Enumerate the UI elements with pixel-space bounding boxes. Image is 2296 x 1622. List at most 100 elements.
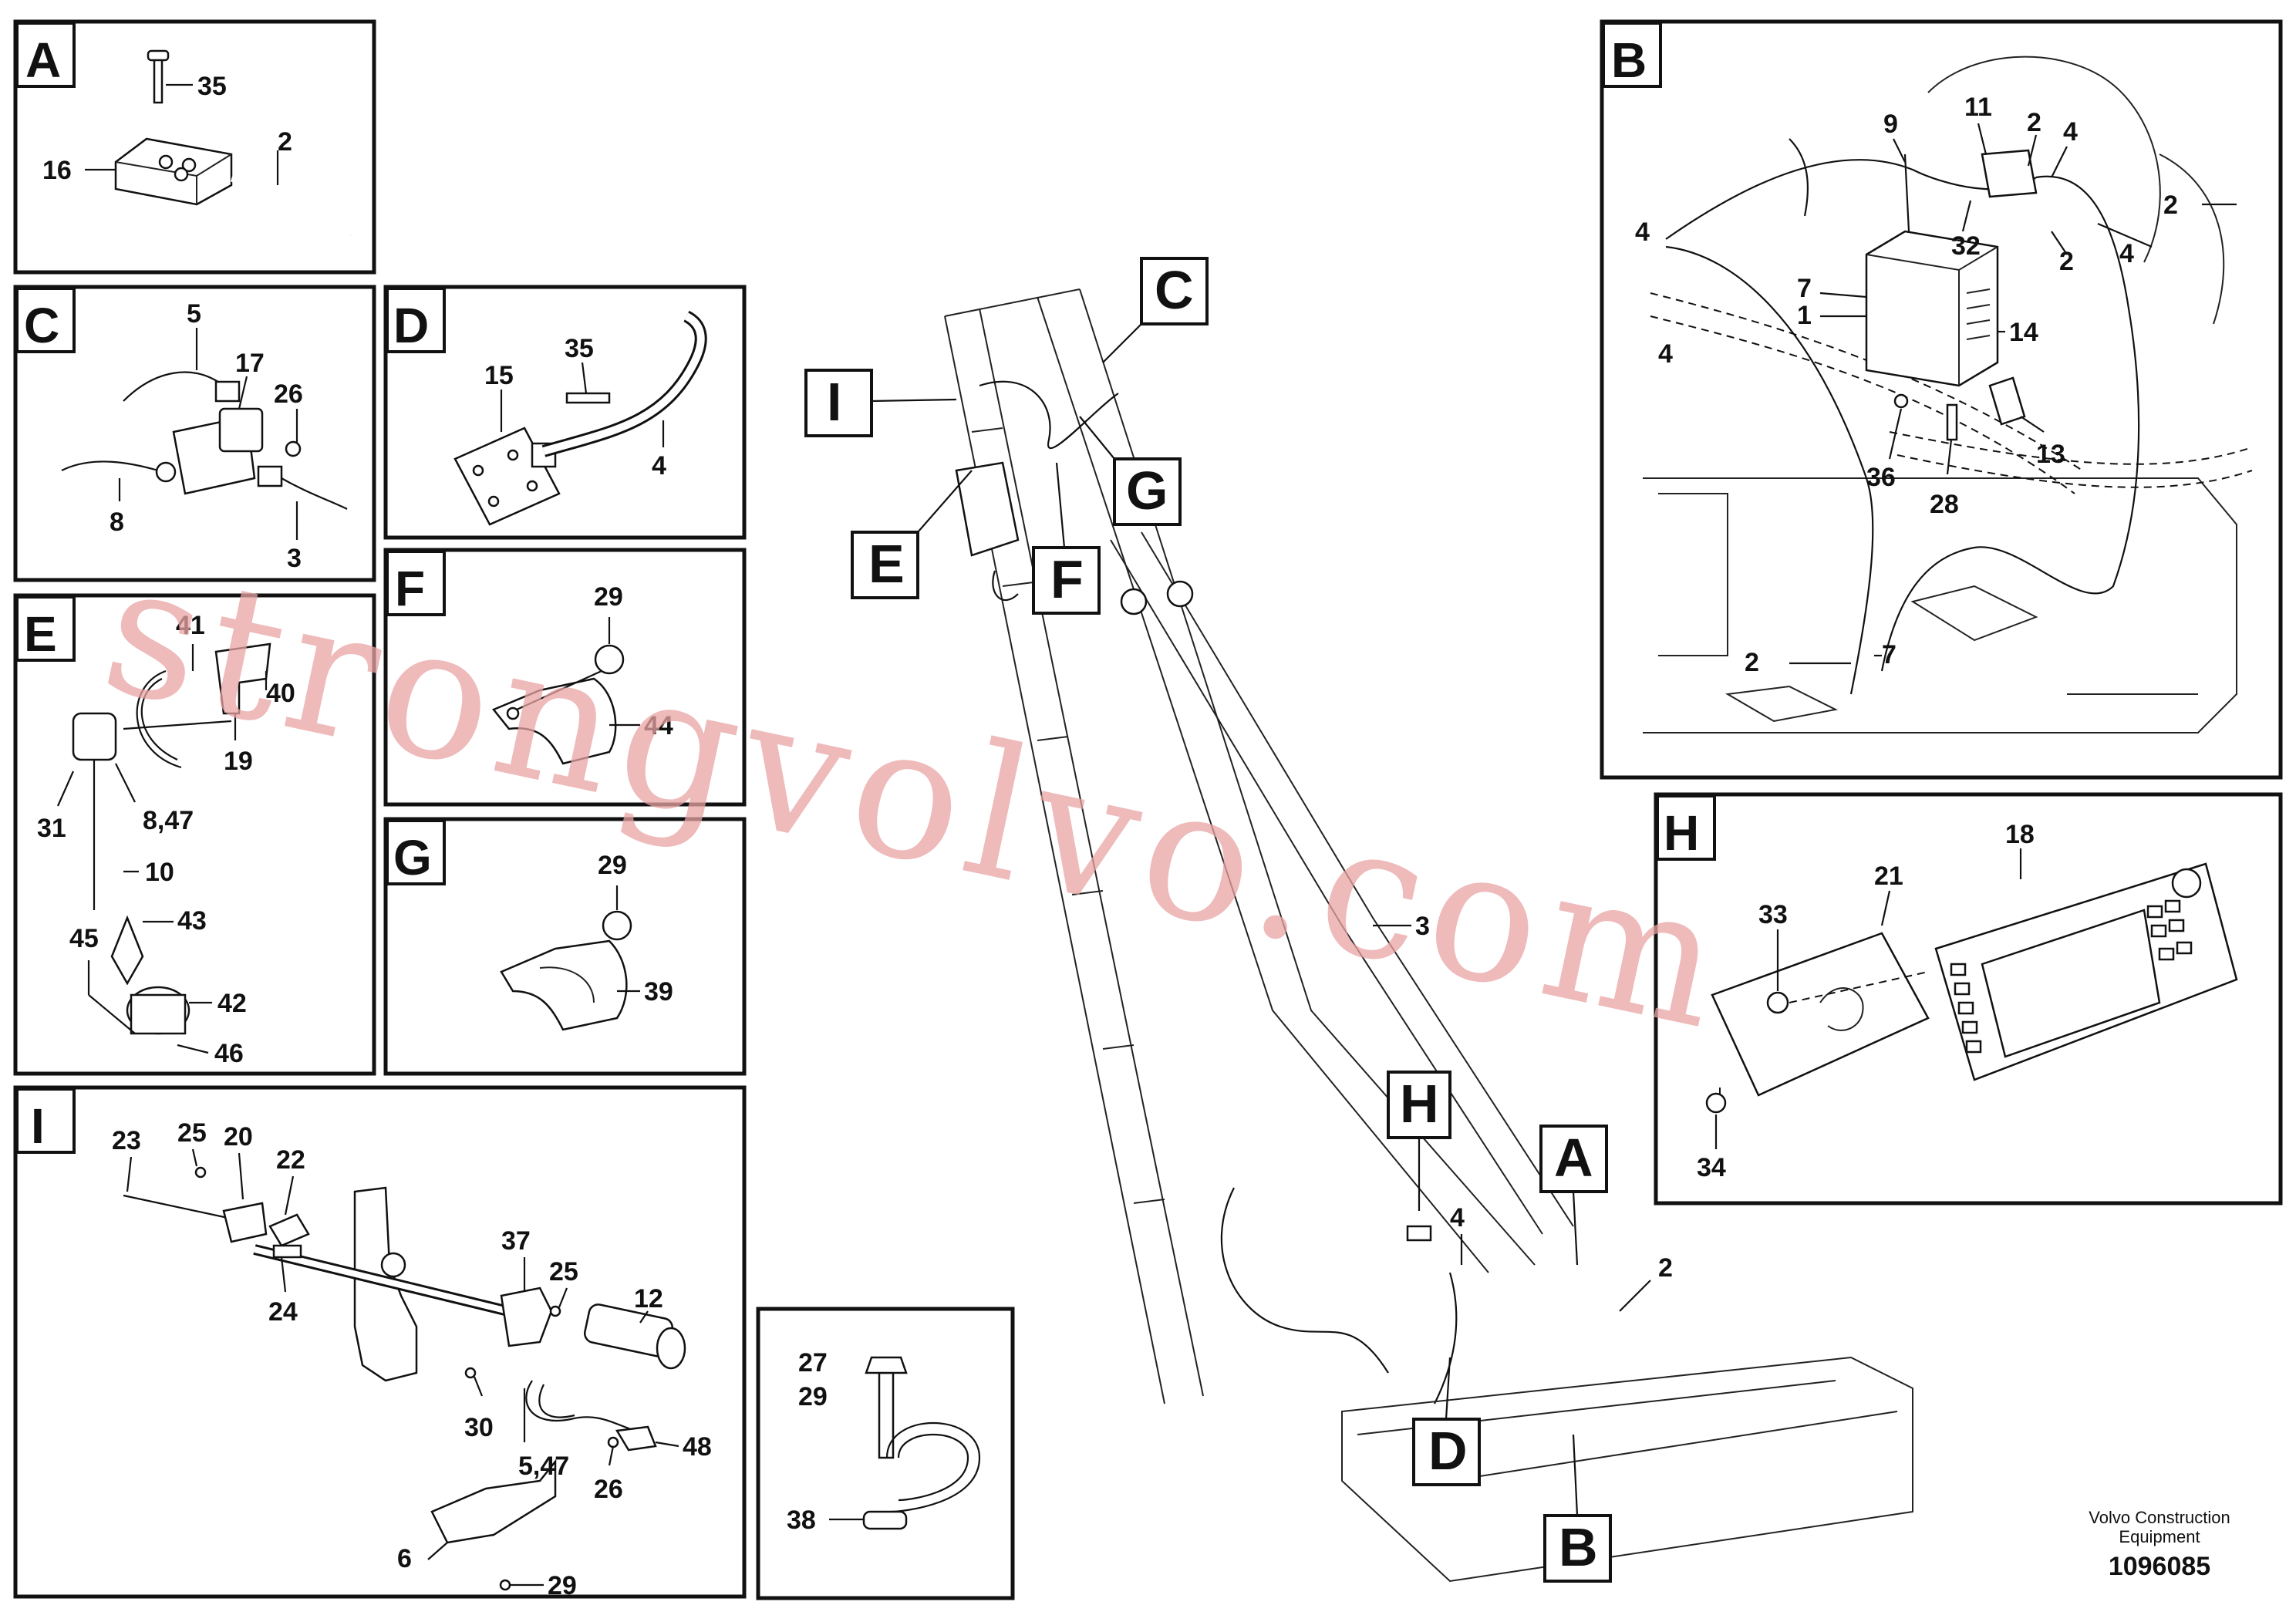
label-e-41: 41 [176, 611, 205, 640]
label-b-2c: 2 [2163, 191, 2178, 220]
label-e-31: 31 [37, 814, 66, 843]
panel-d-letter: D [393, 298, 429, 353]
label-j-38: 38 [787, 1506, 816, 1535]
label-i-25a: 25 [177, 1118, 207, 1148]
label-b-4b: 4 [1635, 218, 1650, 247]
callout-i: I [827, 372, 841, 432]
label-b-4a: 4 [2063, 117, 2078, 147]
label-j-29: 29 [798, 1382, 828, 1411]
main-assembly: C I G E F H A D B 3 4 2 [804, 257, 1913, 1583]
panel-a-letter: A [25, 32, 61, 88]
label-e-42: 42 [217, 989, 247, 1018]
main-label-2: 2 [1658, 1253, 1673, 1283]
label-b-1: 1 [1797, 301, 1812, 330]
label-i-12: 12 [634, 1284, 663, 1313]
label-c-5: 5 [187, 299, 201, 329]
label-i-30: 30 [464, 1413, 494, 1442]
label-i-20: 20 [224, 1122, 253, 1152]
label-i-37: 37 [501, 1226, 531, 1256]
panel-g: G 29 39 [383, 817, 747, 1076]
panel-clip: 27 29 38 [756, 1307, 1015, 1600]
label-e-8-47: 8,47 [143, 806, 194, 835]
label-i-5-47: 5,47 [518, 1452, 569, 1481]
callout-b: B [1559, 1517, 1598, 1577]
panel-c: C 5 17 26 8 3 [13, 285, 376, 582]
panel-b: B [1600, 19, 2283, 780]
label-a-16: 16 [42, 156, 72, 185]
callout-a: A [1554, 1128, 1593, 1188]
label-e-19: 19 [224, 747, 253, 776]
label-i-29: 29 [548, 1571, 577, 1600]
callout-c: C [1155, 260, 1194, 320]
callout-e: E [868, 534, 905, 594]
label-i-23: 23 [112, 1126, 141, 1155]
label-b-14: 14 [2009, 318, 2038, 347]
label-e-46: 46 [214, 1039, 244, 1068]
label-c-26: 26 [274, 379, 303, 409]
panel-a: A 35 2 16 [13, 19, 376, 275]
label-f-29: 29 [594, 582, 623, 612]
panel-d: D 15 35 4 [383, 285, 747, 540]
label-h-33: 33 [1758, 900, 1788, 929]
label-d-35: 35 [565, 334, 594, 363]
label-i-25b: 25 [549, 1257, 578, 1286]
main-label-4: 4 [1450, 1203, 1465, 1233]
label-b-7b: 7 [1882, 640, 1896, 669]
panel-b-letter: B [1611, 32, 1647, 88]
label-g-29: 29 [598, 851, 627, 880]
label-a-35: 35 [197, 72, 227, 101]
label-b-11: 11 [1964, 93, 1992, 122]
label-e-40: 40 [266, 679, 295, 708]
label-b-32: 32 [1951, 231, 1981, 261]
label-h-21: 21 [1874, 862, 1903, 891]
document-number: 1096085 [2109, 1552, 2210, 1581]
main-label-3: 3 [1415, 912, 1430, 941]
label-b-7a: 7 [1797, 274, 1812, 303]
label-h-18: 18 [2005, 820, 2035, 849]
watermark: strongvolvo.com [88, 522, 1747, 1071]
label-e-45: 45 [69, 924, 99, 953]
label-b-4d: 4 [1658, 339, 1673, 369]
label-c-3: 3 [287, 544, 302, 573]
label-b-28: 28 [1930, 490, 1959, 519]
label-c-17: 17 [235, 349, 265, 378]
panel-i: I [13, 1085, 747, 1600]
label-d-15: 15 [484, 361, 514, 390]
panel-h-letter: H [1664, 805, 1699, 861]
label-i-22: 22 [276, 1145, 305, 1175]
panel-f-letter: F [395, 561, 425, 616]
panel-e-letter: E [24, 606, 57, 662]
label-f-44: 44 [644, 711, 673, 740]
callout-f: F [1050, 549, 1084, 609]
panel-c-letter: C [24, 298, 59, 353]
panel-e: E 41 40 19 31 8,47 10 43 45 42 46 [13, 593, 376, 1076]
panel-h: H 18 21 33 34 [1654, 792, 2283, 1206]
label-i-26: 26 [594, 1475, 623, 1504]
footer-line2: Equipment [2119, 1527, 2200, 1546]
label-g-39: 39 [644, 977, 673, 1007]
label-b-4c: 4 [2119, 239, 2134, 268]
label-h-34: 34 [1697, 1153, 1726, 1182]
panel-f: F 29 44 [383, 548, 747, 807]
label-i-48: 48 [683, 1432, 712, 1462]
label-b-36: 36 [1866, 463, 1896, 492]
label-c-8: 8 [110, 508, 124, 537]
label-e-10: 10 [145, 858, 174, 887]
footer-line1: Volvo Construction [2089, 1508, 2230, 1527]
label-b-2b: 2 [2059, 247, 2074, 276]
panel-i-letter: I [31, 1098, 45, 1154]
label-b-13: 13 [2036, 440, 2065, 469]
label-e-43: 43 [177, 906, 207, 936]
callout-d: D [1428, 1421, 1468, 1481]
label-d-4: 4 [652, 451, 666, 481]
label-i-24: 24 [268, 1297, 298, 1327]
label-a-2: 2 [278, 127, 292, 157]
label-b-2a: 2 [2027, 108, 2041, 137]
label-j-27: 27 [798, 1348, 828, 1378]
callout-g: G [1126, 460, 1168, 521]
callout-h: H [1400, 1074, 1439, 1134]
label-b-2d: 2 [1745, 648, 1759, 677]
label-i-6: 6 [397, 1544, 412, 1573]
label-b-9: 9 [1883, 110, 1898, 139]
